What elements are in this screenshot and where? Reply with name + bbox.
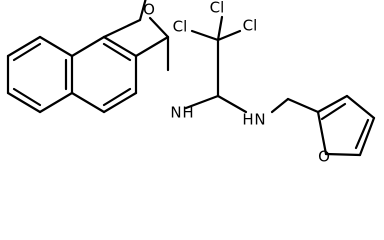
- naphthalene-ring: [6, 35, 138, 114]
- carbonyl-group: [102, 0, 147, 39]
- atom-label-carbonyl-oxygen: O: [143, 1, 155, 19]
- amide-bonds: [134, 16, 170, 72]
- atom-label-amide-nitrogen: N: [170, 104, 181, 122]
- chemical-structure-diagram: Cl Cl Cl O N H H N O: [6, 0, 376, 166]
- furan-ring: [316, 94, 376, 157]
- trichloromethyl-bonds: [190, 15, 242, 42]
- atom-label-amine-hydrogen: H: [242, 111, 253, 129]
- atom-label-chlorine-right: Cl: [243, 17, 258, 35]
- amine-methylene-bonds: [270, 97, 320, 114]
- atom-label-amide-hydrogen: H: [182, 104, 193, 122]
- atom-label-chlorine-left: Cl: [173, 18, 188, 36]
- atom-label-amine-nitrogen: N: [254, 111, 265, 129]
- atom-label-chlorine-top: Cl: [210, 0, 225, 17]
- atom-label-furan-oxygen: O: [318, 148, 330, 166]
- backbone-bonds: [184, 38, 248, 114]
